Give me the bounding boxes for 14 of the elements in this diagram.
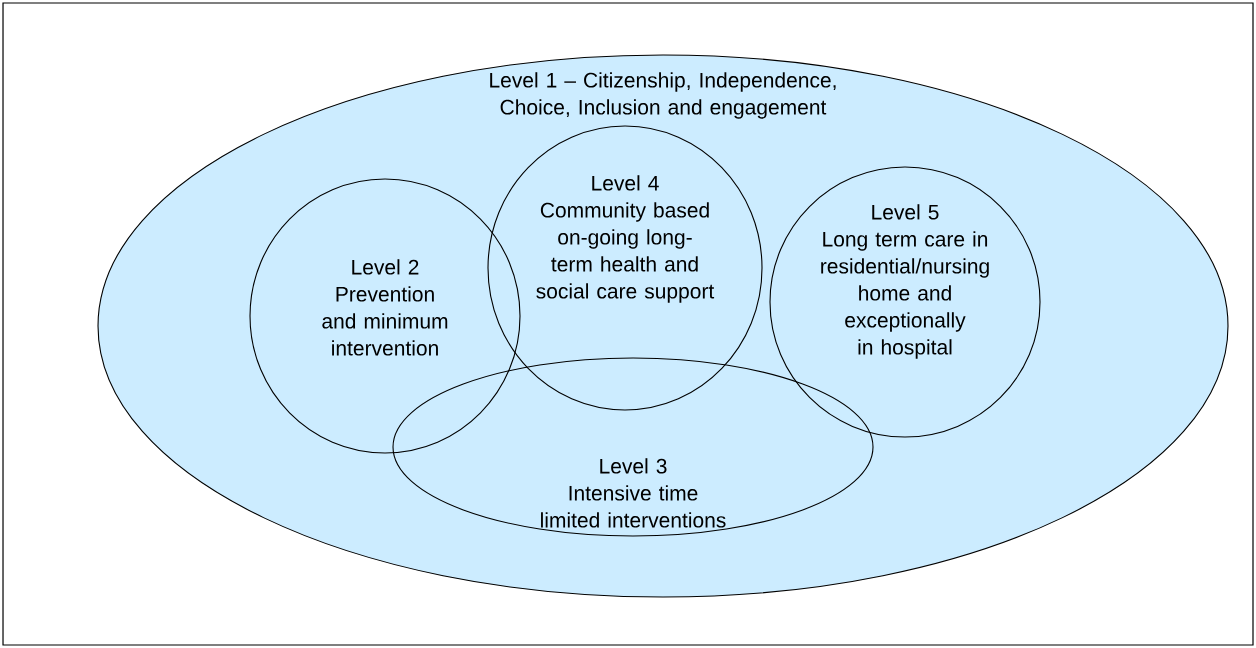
level-text: Community based on-going long-term health and social care support — [536, 202, 715, 303]
level-text: Intensive time limited interventions — [541, 485, 726, 528]
level-text: Level 1 – Citizenship, Independence, Choice, Inclusion and engagement — [490, 72, 836, 119]
level-circle — [249, 178, 521, 454]
level-text: Long term care in residential/nursing home and exceptionally in hospital — [821, 231, 989, 359]
level-ellipse — [97, 54, 1229, 598]
level-heading: Level 4 — [592, 175, 659, 191]
level-circle — [769, 166, 1041, 438]
level-circle — [487, 125, 763, 411]
level-heading: Level 3 — [600, 458, 667, 474]
level-heading: Level 2 — [352, 259, 419, 275]
level-ellipse — [392, 357, 874, 537]
level-heading: Level 5 — [872, 204, 939, 220]
level-text: Prevention and minimum intervention — [322, 286, 448, 356]
